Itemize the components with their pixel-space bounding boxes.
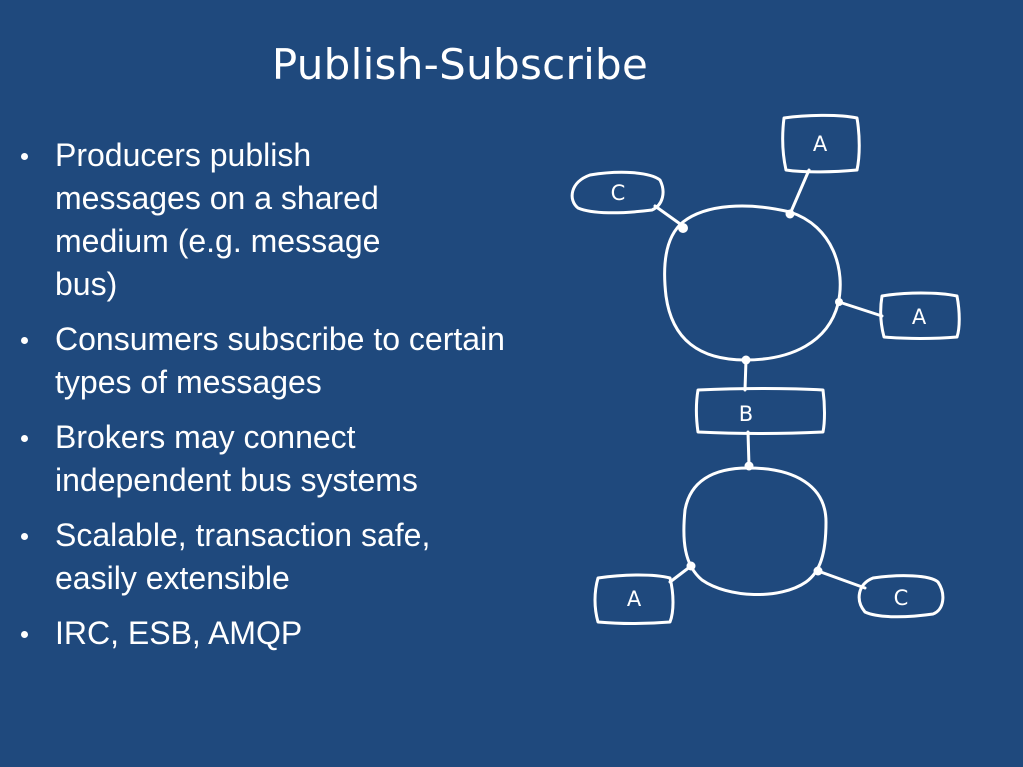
attach-dot: [678, 223, 688, 233]
bullet-dot-icon: [21, 435, 28, 442]
bullet-dot-icon: [21, 153, 28, 160]
slide-title: Publish-Subscribe: [271, 40, 649, 89]
attach-dot: [686, 561, 696, 571]
bullet-text: Brokers may connect independent bus syst…: [55, 419, 418, 498]
attach-dot: [785, 209, 795, 219]
bullet-item: Producers publish messages on a shared m…: [18, 134, 415, 306]
bullet-text: IRC, ESB, AMQP: [55, 615, 303, 651]
bullet-text: Consumers subscribe to certain types of …: [55, 321, 505, 400]
node-c-bottom-box: [857, 574, 945, 619]
bullet-item: Consumers subscribe to certain types of …: [18, 318, 525, 404]
bullet-text: Scalable, transaction safe, easily exten…: [55, 517, 431, 596]
connector-broker-top: [743, 358, 748, 392]
bullet-item: IRC, ESB, AMQP: [18, 612, 525, 655]
node-broker-box: [695, 387, 826, 435]
bullet-dot-icon: [21, 631, 28, 638]
node-a-right-box: [879, 291, 961, 340]
bullet-dot-icon: [21, 533, 28, 540]
connector-a-right: [837, 300, 884, 318]
bottom-bus: [682, 466, 828, 597]
top-bus: [663, 204, 842, 362]
node-a-top-box: [781, 113, 861, 174]
bullet-text: Producers publish messages on a shared m…: [55, 137, 381, 302]
node-c-left-label: C: [611, 181, 626, 205]
connector-c-left: [653, 204, 685, 228]
attach-dot: [744, 461, 754, 471]
node-a-top-label: A: [813, 132, 828, 156]
connector-c-bottom: [816, 569, 867, 590]
connector-a-top: [788, 168, 811, 216]
node-c-left-box: [570, 170, 665, 215]
node-c-bottom-label: C: [894, 586, 909, 610]
attach-dot: [741, 355, 751, 365]
bullet-item: Brokers may connect independent bus syst…: [18, 416, 525, 502]
connector-broker-bottom: [746, 430, 751, 468]
node-a-bottom-box: [593, 573, 675, 625]
bullet-dot-icon: [21, 337, 28, 344]
node-broker-label: B: [739, 402, 753, 426]
node-a-right-label: A: [912, 305, 927, 329]
attach-dot: [813, 566, 823, 576]
attach-dot: [835, 298, 843, 306]
bullet-list: Producers publish messages on a shared m…: [18, 134, 538, 667]
bullet-item: Scalable, transaction safe, easily exten…: [18, 514, 455, 600]
node-a-bottom-label: A: [627, 587, 642, 611]
